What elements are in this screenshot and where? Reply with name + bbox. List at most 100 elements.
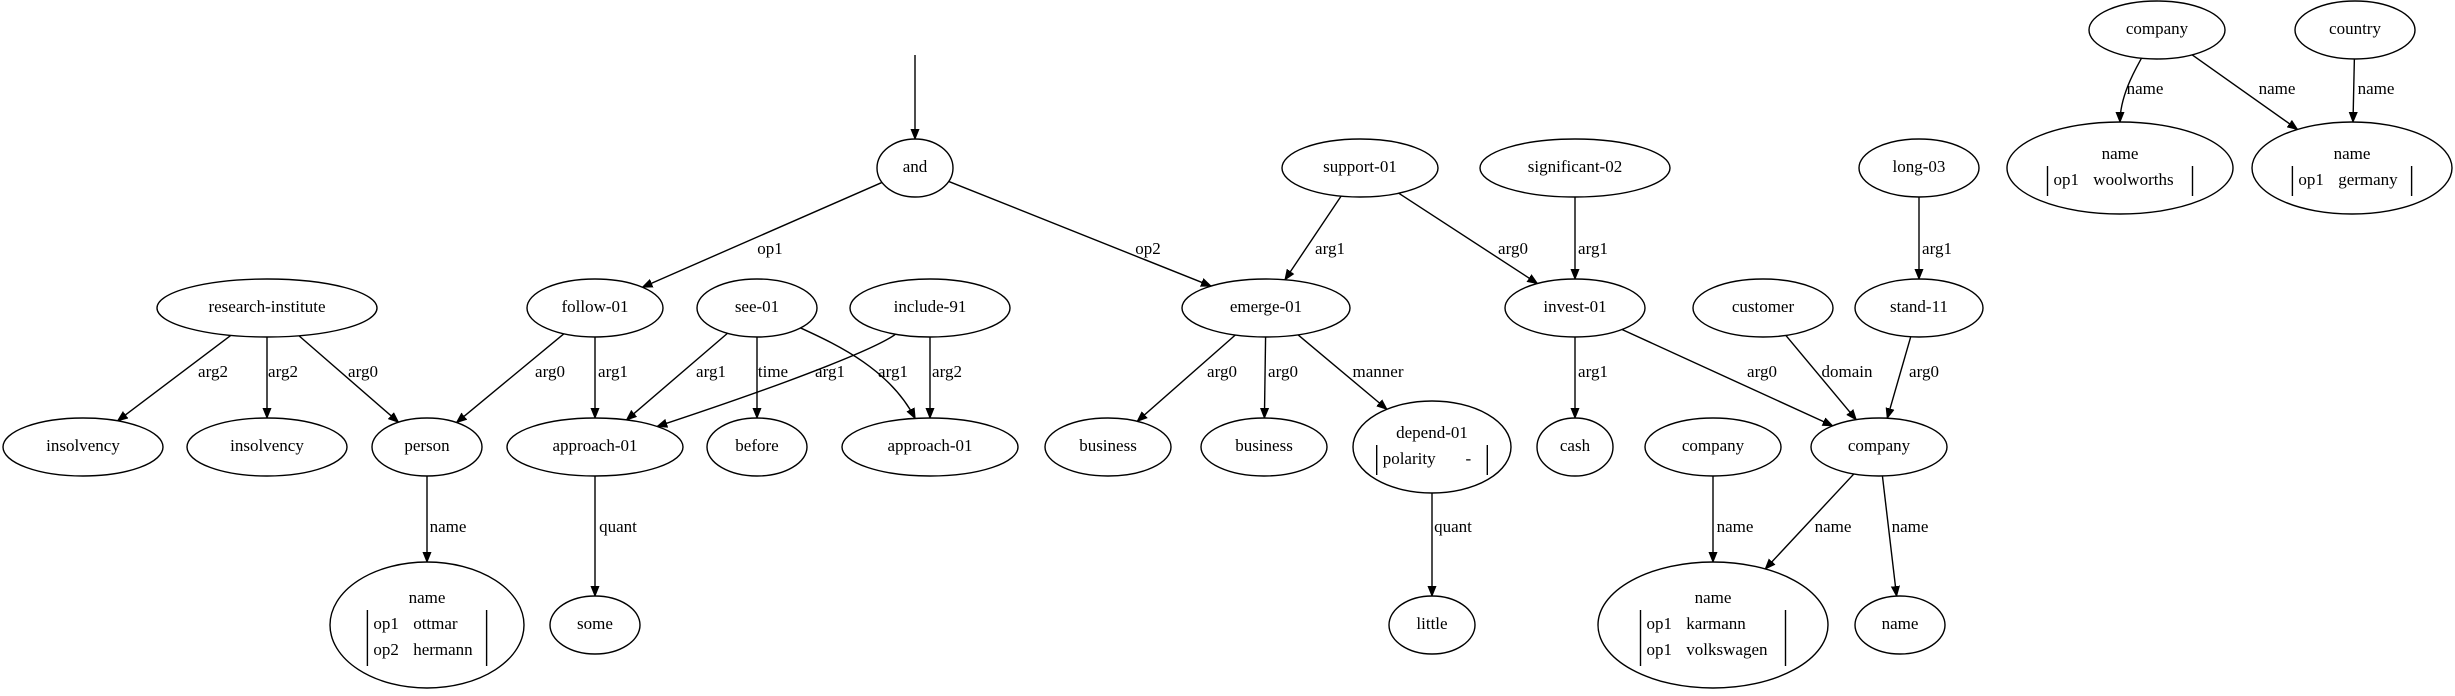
edge-label: arg1 xyxy=(1578,239,1608,258)
edge-customer-to-company_c: domain xyxy=(1785,334,1873,419)
edge-label: name xyxy=(2358,79,2395,98)
node-ellipse xyxy=(1504,278,1646,338)
node-label: business xyxy=(1079,436,1137,455)
node-cash: cash xyxy=(1536,417,1614,477)
edge-label: arg1 xyxy=(696,362,726,381)
node-ellipse xyxy=(506,417,684,477)
edge-label: name xyxy=(1717,517,1754,536)
node-label: some xyxy=(577,614,613,633)
attribute-key: polarity xyxy=(1383,449,1436,468)
attribute-key: op1 xyxy=(373,614,399,633)
node-label: business xyxy=(1235,436,1293,455)
node-little: little xyxy=(1388,595,1476,655)
edge-person-to-pname: name xyxy=(427,476,466,562)
node-ellipse xyxy=(2088,0,2226,60)
node-sig: significant-02 xyxy=(1479,138,1671,198)
node-ellipse xyxy=(2251,121,2453,215)
edge-line xyxy=(1887,336,1912,418)
node-app1: approach-01 xyxy=(506,417,684,477)
edge-ri-to-ins2: arg2 xyxy=(267,337,298,418)
node-label: and xyxy=(903,157,928,176)
edge-app1-to-some: quant xyxy=(595,476,637,596)
edge-line xyxy=(2120,57,2143,122)
node-bus1: business xyxy=(1044,417,1172,477)
edge-and-to-follow: op1 xyxy=(642,181,883,288)
node-label: company xyxy=(1682,436,1745,455)
node-ellipse xyxy=(1536,417,1614,477)
node-ellipse xyxy=(329,561,525,689)
node-ellipse xyxy=(371,417,483,477)
edge-depend-to-little: quant xyxy=(1432,493,1472,596)
node-some: some xyxy=(549,595,641,655)
edge-follow-to-app1: arg1 xyxy=(595,337,628,418)
node-label: company xyxy=(1848,436,1911,455)
edge-label: arg0 xyxy=(1747,362,1777,381)
attribute-key: op1 xyxy=(2054,170,2080,189)
edge-line xyxy=(948,180,1211,287)
edge-company_c-to-name2: name xyxy=(1881,475,1928,596)
node-label: research-institute xyxy=(208,297,325,316)
node-ellipse xyxy=(549,595,641,655)
edge-line xyxy=(800,327,916,418)
attribute-value: woolworths xyxy=(2093,170,2173,189)
edge-label: arg2 xyxy=(932,362,962,381)
edge-label: arg1 xyxy=(1578,362,1608,381)
node-person: person xyxy=(371,417,483,477)
node-ellipse xyxy=(1692,278,1834,338)
node-ellipse xyxy=(1388,595,1476,655)
node-ellipse xyxy=(186,417,348,477)
edge-label: op1 xyxy=(757,239,783,258)
node-ellipse xyxy=(1597,561,1829,689)
node-ellipse xyxy=(1200,417,1328,477)
node-label: emerge-01 xyxy=(1230,297,1302,316)
edge-line xyxy=(657,333,896,426)
attribute-key: op1 xyxy=(1647,614,1673,633)
edge-label: time xyxy=(758,362,788,381)
edge-line xyxy=(1285,195,1342,280)
edge-label: arg0 xyxy=(535,362,565,381)
node-company_c: company xyxy=(1810,417,1948,477)
node-ellipse xyxy=(1854,278,1984,338)
attribute-value: karmann xyxy=(1686,614,1746,633)
edge-invest-to-cash: arg1 xyxy=(1575,337,1608,418)
edge-see-to-before: time xyxy=(757,337,788,418)
attribute-value: hermann xyxy=(413,640,473,659)
edge-invest-to-company_c: arg0 xyxy=(1621,328,1833,427)
edge-label: arg0 xyxy=(1498,239,1528,258)
node-ellipse xyxy=(1479,138,1671,198)
edge-line xyxy=(1785,334,1856,419)
node-ellipse xyxy=(841,417,1019,477)
node-label: depend-01 xyxy=(1396,423,1468,442)
node-support: support-01 xyxy=(1281,138,1439,198)
node-before: before xyxy=(706,417,808,477)
node-customer: customer xyxy=(1692,278,1834,338)
node-depend: depend-01 polarity - xyxy=(1352,400,1512,494)
edge-see-to-app1: arg1 xyxy=(627,332,729,420)
node-label: follow-01 xyxy=(561,297,628,316)
node-ellipse xyxy=(1854,595,1946,655)
node-see: see-01 xyxy=(696,278,818,338)
attribute-key: op2 xyxy=(373,640,399,659)
node-label: name xyxy=(1882,614,1919,633)
edge-label: arg0 xyxy=(1207,362,1237,381)
edge-label: name xyxy=(2127,79,2164,98)
attribute-value: ottmar xyxy=(413,614,458,633)
node-ellipse xyxy=(2294,0,2416,60)
node-bus2: business xyxy=(1200,417,1328,477)
edge-label: arg1 xyxy=(1922,239,1952,258)
node-company_a: company xyxy=(2088,0,2226,60)
edge-label: name xyxy=(1815,517,1852,536)
node-label: long-03 xyxy=(1893,157,1946,176)
edge-see-to-app2: arg1 xyxy=(800,327,916,418)
node-stand: stand-11 xyxy=(1854,278,1984,338)
node-label: company xyxy=(2126,19,2189,38)
attribute-value: - xyxy=(1466,449,1472,468)
node-ellipse xyxy=(1281,138,1439,198)
edge-and-to-emerge: op2 xyxy=(948,180,1211,287)
edge-label: name xyxy=(430,517,467,536)
